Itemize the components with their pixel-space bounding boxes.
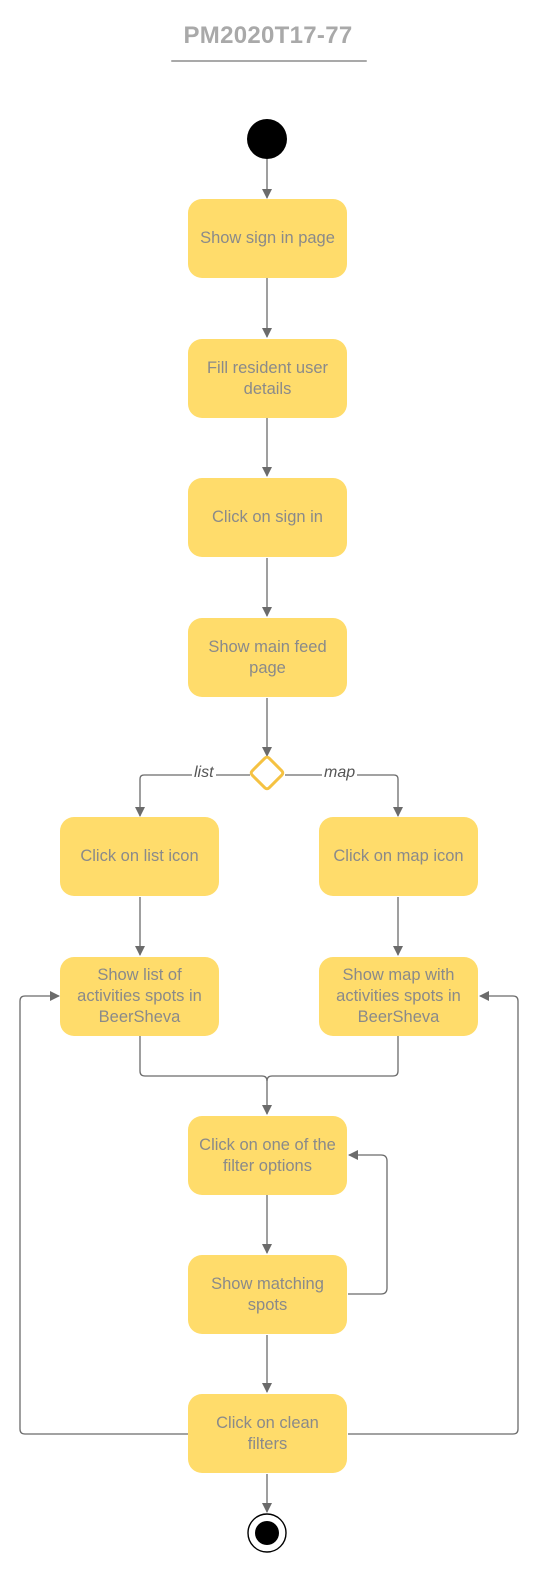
node-show-main-feed-page: Show main feed page xyxy=(188,618,347,697)
node-show-map-with-spots: Show map with activities spots in BeerSh… xyxy=(319,957,478,1036)
node-show-list-of-spots: Show list of activities spots in BeerShe… xyxy=(60,957,219,1036)
edge-show-list-to-merge xyxy=(139,1036,272,1115)
title-underline xyxy=(171,60,367,62)
node-fill-resident-user-details: Fill resident user details xyxy=(188,339,347,418)
node-click-filter-option: Click on one of the filter options xyxy=(188,1116,347,1195)
end-node-core xyxy=(255,1521,279,1545)
decision-node xyxy=(249,755,285,791)
start-node xyxy=(247,119,287,159)
edge-matching-loop-to-filter xyxy=(348,1150,388,1295)
node-click-on-sign-in: Click on sign in xyxy=(188,478,347,557)
edge-show-map-to-merge xyxy=(266,1036,399,1082)
edge-clean-loop-to-list xyxy=(19,991,188,1435)
edge-label-list: list xyxy=(192,764,216,782)
node-show-sign-in-page: Show sign in page xyxy=(188,199,347,278)
node-show-matching-spots: Show matching spots xyxy=(188,1255,347,1334)
node-click-clean-filters: Click on clean filters xyxy=(188,1394,347,1473)
diagram-title: PM2020T17-77 xyxy=(183,22,353,49)
edge-label-map: map xyxy=(322,764,358,782)
edge-clean-loop-to-map xyxy=(348,991,519,1435)
node-click-on-map-icon: Click on map icon xyxy=(319,817,478,896)
node-click-on-list-icon: Click on list icon xyxy=(60,817,219,896)
edge-decision-to-map xyxy=(285,774,403,817)
edge-decision-to-list xyxy=(135,774,250,817)
